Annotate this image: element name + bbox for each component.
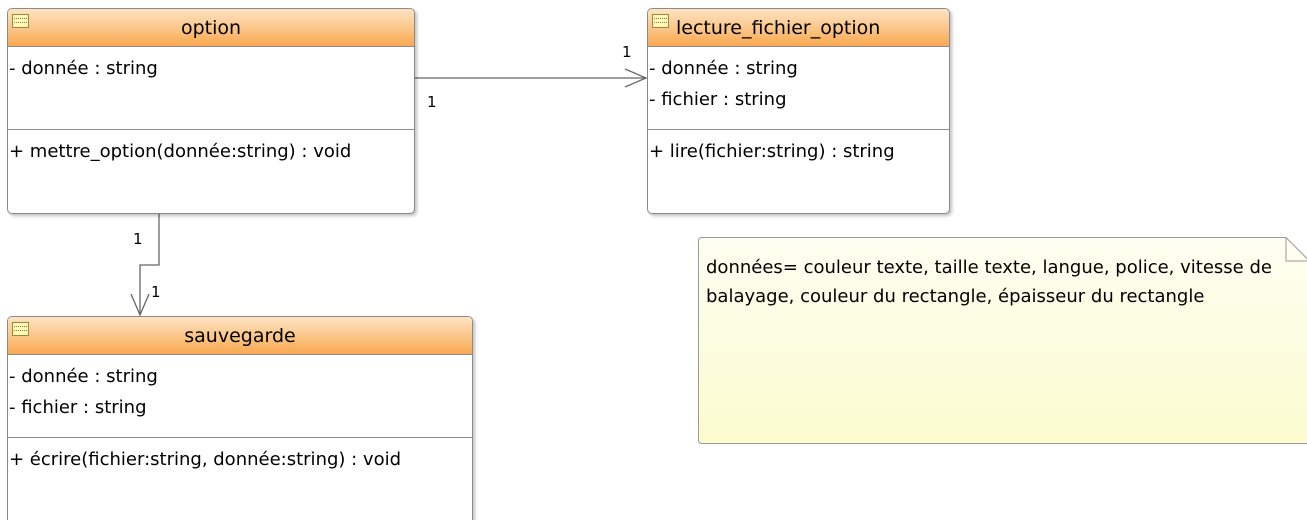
attribute-line: - donnée : string (649, 58, 798, 79)
association-option-sauvegarde[interactable] (130, 213, 160, 317)
class-option-header[interactable]: option (8, 9, 414, 47)
class-sauvegarde-header[interactable]: sauvegarde (8, 317, 472, 355)
open-arrowhead (130, 293, 150, 317)
operation-line: + lire(fichier:string) : string (649, 141, 895, 162)
class-sauvegarde-name: sauvegarde (184, 325, 296, 347)
multiplicity-lecture-target: 1 (622, 43, 632, 61)
attribute-line: - fichier : string (9, 397, 147, 418)
multiplicity-option-bottom: 1 (133, 230, 143, 248)
class-sauvegarde[interactable]: sauvegarde - donnée : string - fichier :… (7, 316, 473, 520)
open-arrowhead (624, 68, 648, 88)
note-text: données= couleur texte, taille texte, la… (706, 257, 1272, 307)
multiplicity-option-source: 1 (427, 93, 437, 111)
attribute-line: - donnée : string (9, 366, 158, 387)
note-shape (698, 237, 1307, 444)
class-lecture-header[interactable]: lecture_fichier_option (648, 9, 949, 47)
class-option-attributes: - donnée : string (8, 47, 414, 130)
class-lecture-attributes: - donnée : string - fichier : string (648, 47, 949, 130)
folded-corner (1285, 237, 1307, 262)
class-option-name: option (180, 17, 242, 39)
class-sauvegarde-attributes: - donnée : string - fichier : string (8, 355, 472, 438)
class-option[interactable]: option - donnée : string + mettre_option… (7, 8, 415, 214)
class-icon (652, 14, 669, 28)
note[interactable]: données= couleur texte, taille texte, la… (698, 237, 1307, 444)
class-lecture-operations: + lire(fichier:string) : string (648, 130, 949, 167)
multiplicity-sauvegarde-target: 1 (151, 283, 161, 301)
attribute-line: - fichier : string (649, 89, 787, 110)
class-lecture-fichier-option[interactable]: lecture_fichier_option - donnée : string… (647, 8, 950, 214)
class-sauvegarde-operations: + écrire(fichier:string, donnée:string) … (8, 438, 472, 475)
operation-line: + mettre_option(donnée:string) : void (9, 141, 352, 162)
operation-line: + écrire(fichier:string, donnée:string) … (9, 449, 402, 470)
class-option-operations: + mettre_option(donnée:string) : void (8, 130, 414, 167)
class-lecture-name: lecture_fichier_option (676, 17, 881, 39)
class-icon (12, 14, 29, 28)
association-option-lecture[interactable] (414, 68, 648, 88)
attribute-line: - donnée : string (9, 58, 158, 79)
class-icon (12, 322, 29, 336)
